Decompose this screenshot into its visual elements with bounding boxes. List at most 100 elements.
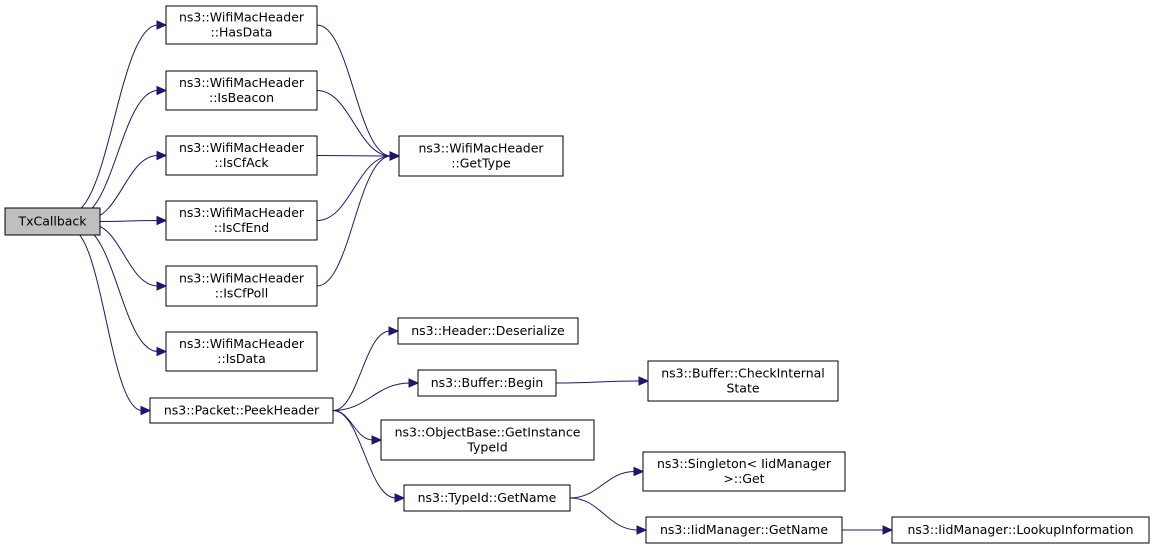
edge-line <box>316 24 392 157</box>
arrowhead-icon <box>408 378 420 388</box>
node-box <box>149 397 334 424</box>
node-box <box>165 135 318 176</box>
edge-line <box>99 220 159 222</box>
node-label-line: ns3::WifiMacHeader <box>179 140 305 155</box>
node-txcallback[interactable]: TxCallback <box>4 207 101 236</box>
node-isdata[interactable]: ns3::WifiMacHeader::IsData <box>165 331 318 372</box>
edge-isbeacon-to-gettype <box>316 90 401 161</box>
node-label-line: ns3::Buffer::Begin <box>431 375 544 390</box>
node-label-line: ns3::WifiMacHeader <box>179 271 305 286</box>
node-label-line: ns3::ObjectBase::GetInstance <box>395 425 581 440</box>
edge-line <box>316 155 392 221</box>
edge-line <box>332 410 397 499</box>
edge-line <box>316 90 392 157</box>
arrowhead-icon <box>388 326 400 336</box>
node-label-line: ::IsCfAck <box>214 155 269 170</box>
node-box <box>417 369 557 397</box>
node-isbeacon[interactable]: ns3::WifiMacHeader::IsBeacon <box>165 70 318 111</box>
node-box <box>165 5 318 45</box>
edge-hasdata-to-gettype <box>316 24 401 161</box>
edge-line <box>69 24 159 215</box>
node-label-line: ns3::Header::Deserialize <box>411 323 565 338</box>
edge-line <box>332 410 374 441</box>
edge-line <box>555 380 641 384</box>
arrowhead-icon <box>156 346 168 357</box>
arrowhead-icon <box>140 405 152 416</box>
node-iidgetname[interactable]: ns3::IidManager::GetName <box>645 516 843 544</box>
edge-txcallback-to-isdata <box>79 226 168 357</box>
node-label-line: ::IsData <box>217 351 265 366</box>
node-label-line: >::Get <box>723 471 764 486</box>
node-iscfend[interactable]: ns3::WifiMacHeader::IsCfEnd <box>165 200 318 241</box>
node-box <box>642 451 846 492</box>
node-gettype[interactable]: ns3::WifiMacHeader::GetType <box>398 135 564 177</box>
node-label-line: TxCallback <box>17 214 87 229</box>
edge-typeidgetname-to-iidgetname <box>569 497 648 535</box>
node-label-line: ::IsBeacon <box>209 90 274 105</box>
call-nodes: TxCallbackns3::WifiMacHeader::HasDatans3… <box>4 5 1150 544</box>
node-label-line: ns3::WifiMacHeader <box>179 10 305 25</box>
edge-txcallback-to-iscfpoll <box>90 223 168 291</box>
node-lookupinfo[interactable]: ns3::IidManager::LookupInformation <box>891 516 1150 544</box>
arrowhead-icon <box>638 376 650 386</box>
edge-line <box>332 382 411 411</box>
node-label-line: ns3::WifiMacHeader <box>418 141 544 156</box>
node-typeidgetname[interactable]: ns3::TypeId::GetName <box>403 484 571 512</box>
node-box <box>645 516 843 544</box>
arrowhead-icon <box>389 151 401 161</box>
edge-typeidgetname-to-singletonget <box>569 466 645 499</box>
node-label-line: ::IsCfPoll <box>215 286 268 301</box>
edge-txcallback-to-iscfend <box>99 215 168 226</box>
node-peekheader[interactable]: ns3::Packet::PeekHeader <box>149 397 334 424</box>
node-singletonget[interactable]: ns3::Singleton< IidManager>::Get <box>642 451 846 492</box>
node-label-line: ::GetType <box>451 156 511 171</box>
node-box <box>398 135 564 177</box>
edge-peekheader-to-begin <box>332 378 420 411</box>
node-label-line: ns3::WifiMacHeader <box>179 205 305 220</box>
node-label-line: ns3::TypeId::GetName <box>418 490 557 505</box>
edge-iscfpoll-to-gettype <box>316 151 401 287</box>
node-box <box>647 360 839 402</box>
node-iscfack[interactable]: ns3::WifiMacHeader::IsCfAck <box>165 135 318 176</box>
edge-txcallback-to-hasdata <box>69 20 168 215</box>
arrowhead-icon <box>633 466 645 477</box>
node-label-line: ns3::WifiMacHeader <box>179 336 305 351</box>
edge-line <box>569 497 639 531</box>
call-edges <box>69 20 894 535</box>
arrowhead-icon <box>636 525 648 535</box>
node-box <box>380 419 595 461</box>
edge-peekheader-to-typeidgetname <box>332 410 406 503</box>
arrowhead-icon <box>156 281 168 291</box>
node-hasdata[interactable]: ns3::WifiMacHeader::HasData <box>165 5 318 45</box>
node-box <box>891 516 1150 544</box>
node-label-line: ns3::Buffer::CheckInternal <box>661 366 825 381</box>
node-box <box>165 331 318 372</box>
edge-iscfend-to-gettype <box>316 151 401 221</box>
node-label-line: ns3::WifiMacHeader <box>179 75 305 90</box>
node-iscfpoll[interactable]: ns3::WifiMacHeader::IsCfPoll <box>165 265 318 307</box>
edge-iidgetname-to-lookupinfo <box>841 525 894 535</box>
node-box <box>165 70 318 111</box>
arrowhead-icon <box>156 85 168 96</box>
node-box <box>397 317 579 345</box>
edge-line <box>332 330 391 411</box>
node-deserialize[interactable]: ns3::Header::Deserialize <box>397 317 579 345</box>
node-box <box>403 484 571 512</box>
node-begin[interactable]: ns3::Buffer::Begin <box>417 369 557 397</box>
arrowhead-icon <box>156 150 168 161</box>
edge-line <box>316 155 392 287</box>
edge-peekheader-to-getinstancetypeid <box>332 410 383 445</box>
node-label-line: ::HasData <box>211 25 273 40</box>
node-label-line: ns3::IidManager::LookupInformation <box>907 522 1133 537</box>
edge-begin-to-checkinternal <box>555 376 650 386</box>
arrowhead-icon <box>371 435 383 445</box>
node-box <box>165 200 318 241</box>
arrowhead-icon <box>156 20 168 30</box>
node-box <box>4 207 101 236</box>
node-label-line: TypeId <box>466 440 507 455</box>
edge-txcallback-to-peekheader <box>69 228 152 416</box>
node-label-line: ns3::Packet::PeekHeader <box>164 403 320 418</box>
